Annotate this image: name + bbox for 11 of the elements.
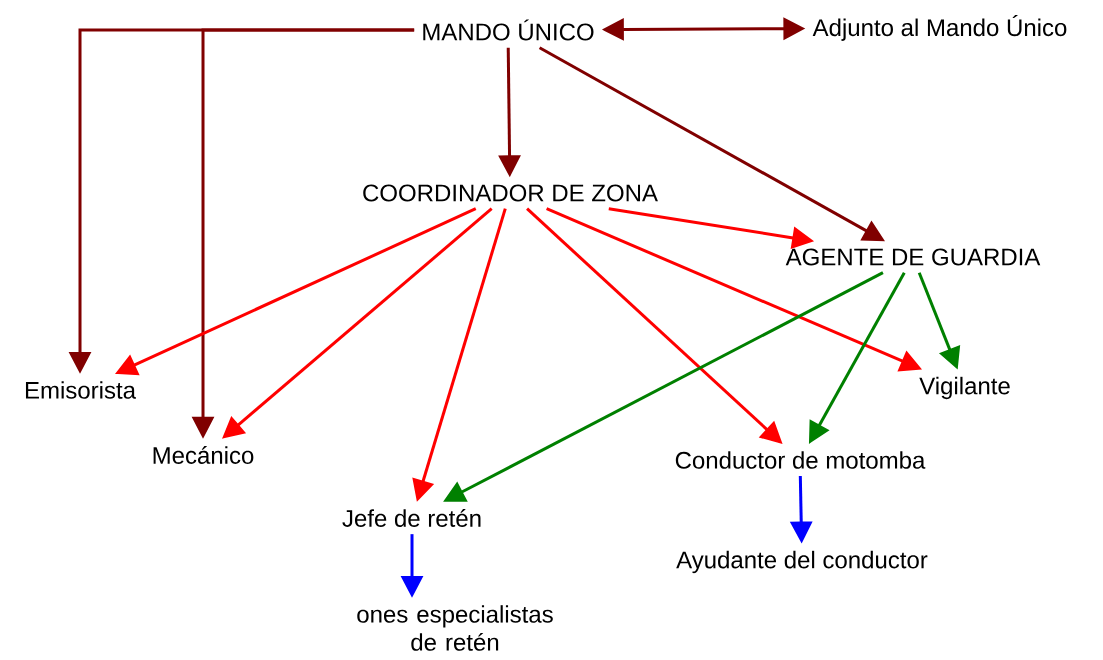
node-label: Ayudante del conductor xyxy=(676,550,928,574)
node-label: MANDO ÚNICO xyxy=(423,19,594,41)
node-label: Vigilante xyxy=(919,376,1010,400)
node-label: Jefe de retén xyxy=(342,509,481,527)
node-label: ones especialistas de retén xyxy=(357,605,553,651)
node-label: COORDINADOR DE ZONA xyxy=(363,184,658,202)
node-label: Conductor de motomba xyxy=(675,451,926,469)
node-label: Mecánico xyxy=(153,446,254,464)
node-label: Emisorista xyxy=(26,381,136,399)
node-label: AGENTE DE GUARDIA xyxy=(785,248,1041,266)
node-label: Adjunto al Mando Único xyxy=(812,15,1067,41)
